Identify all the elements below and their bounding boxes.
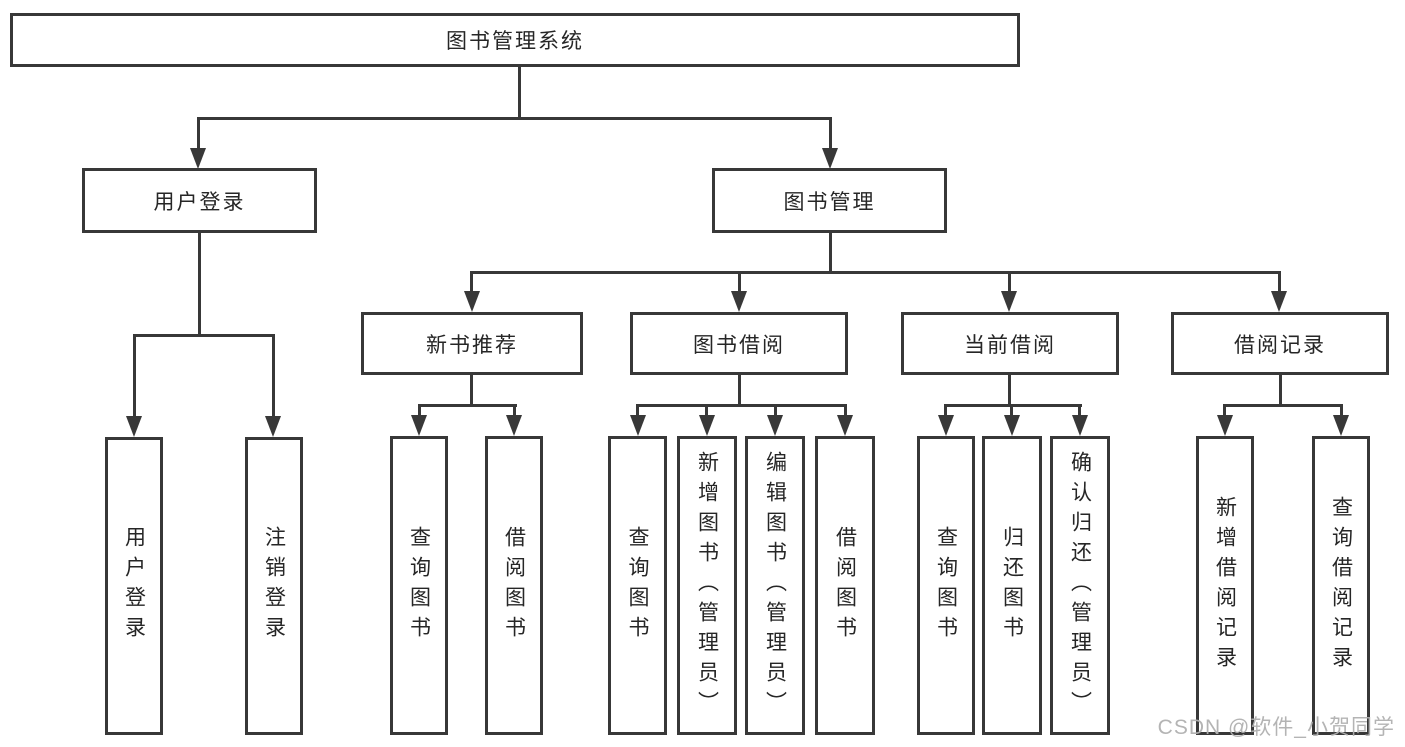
node-new-books: 新书推荐 [361, 312, 583, 375]
connector-vline [829, 117, 832, 150]
connector-vline [418, 404, 421, 418]
connector-vline [470, 375, 473, 407]
connector-hline [197, 117, 832, 120]
connector-vline [470, 271, 473, 293]
node-root: 图书管理系统 [10, 13, 1020, 67]
arrow-down [1001, 291, 1017, 312]
connector-vline [1008, 271, 1011, 293]
connector-vline [1010, 404, 1013, 418]
connector-hline [944, 404, 1082, 407]
arrow-down [464, 291, 480, 312]
connector-vline [738, 271, 741, 293]
arrow-down [411, 415, 427, 436]
arrow-down [767, 415, 783, 436]
connector-vline [1008, 375, 1011, 407]
connector-hline [1223, 404, 1343, 407]
connector-hline [133, 334, 274, 337]
node-user-login: 用户登录 [82, 168, 317, 233]
arrow-down [1217, 415, 1233, 436]
connector-vline [1223, 404, 1226, 418]
connector-vline [944, 404, 947, 418]
connector-vline [774, 404, 777, 418]
arrow-down [1333, 415, 1349, 436]
connector-hline [636, 404, 847, 407]
leaf-newbooks-borrow: 借阅图书 [485, 436, 543, 735]
arrow-down [1004, 415, 1020, 436]
connector-vline [198, 233, 201, 337]
leaf-current-query: 查询图书 [917, 436, 975, 735]
leaf-newbooks-query: 查询图书 [390, 436, 448, 735]
node-book-borrow: 图书借阅 [630, 312, 848, 375]
connector-vline [738, 375, 741, 407]
leaf-current-confirm-admin: 确认归还（管理员） [1050, 436, 1110, 735]
leaf-borrow-borrow: 借阅图书 [815, 436, 875, 735]
leaf-borrow-add-admin: 新增图书（管理员） [677, 436, 737, 735]
leaf-records-query: 查询借阅记录 [1312, 436, 1370, 735]
connector-vline [705, 404, 708, 418]
connector-vline [272, 334, 275, 418]
connector-vline [518, 67, 521, 120]
arrow-down [630, 415, 646, 436]
arrow-down [731, 291, 747, 312]
connector-hline [418, 404, 517, 407]
connector-vline [1340, 404, 1343, 418]
connector-vline [1278, 271, 1281, 293]
arrow-down [837, 415, 853, 436]
node-current-borrow: 当前借阅 [901, 312, 1119, 375]
arrow-down [265, 416, 281, 437]
leaf-current-return: 归还图书 [982, 436, 1042, 735]
leaf-borrow-query: 查询图书 [608, 436, 667, 735]
connector-vline [133, 334, 136, 418]
arrow-down [1271, 291, 1287, 312]
connector-vline [1279, 375, 1282, 407]
leaf-borrow-edit-admin: 编辑图书（管理员） [745, 436, 805, 735]
csdn-watermark: CSDN @软件_小贺同学 [1157, 716, 1395, 739]
leaf-user-login: 用户登录 [105, 437, 163, 735]
node-book-management: 图书管理 [712, 168, 947, 233]
arrow-down [699, 415, 715, 436]
connector-hline [470, 271, 1281, 274]
arrow-down [506, 415, 522, 436]
leaf-records-add: 新增借阅记录 [1196, 436, 1254, 735]
leaf-logout: 注销登录 [245, 437, 303, 735]
arrow-down [822, 148, 838, 169]
connector-vline [1078, 404, 1081, 418]
arrow-down [126, 416, 142, 437]
connector-vline [844, 404, 847, 418]
connector-vline [513, 404, 516, 418]
arrow-down [190, 148, 206, 169]
arrow-down [938, 415, 954, 436]
arrow-down [1072, 415, 1088, 436]
connector-vline [197, 117, 200, 150]
connector-vline [829, 233, 832, 274]
node-borrow-records: 借阅记录 [1171, 312, 1389, 375]
connector-vline [636, 404, 639, 418]
